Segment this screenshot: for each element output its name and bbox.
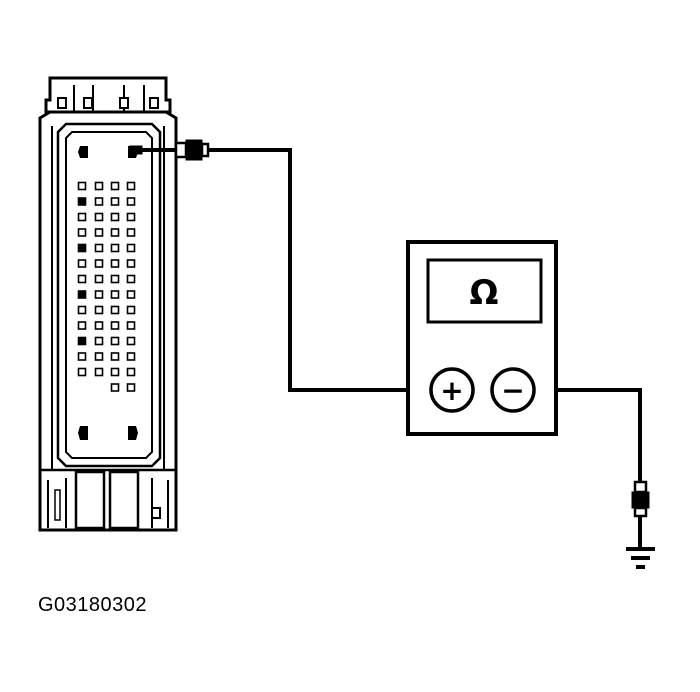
test-leads xyxy=(140,148,642,482)
pin-cavity xyxy=(110,321,120,330)
pin-cavity xyxy=(110,181,120,191)
pin-cavity xyxy=(94,367,104,377)
pin-cavity xyxy=(110,274,120,284)
pin-cavity xyxy=(77,212,87,222)
pin-cavity xyxy=(77,259,87,268)
pin-cavity xyxy=(110,243,120,253)
positive-lead xyxy=(140,148,430,392)
pin-cavity xyxy=(110,305,120,315)
pin-cavity xyxy=(94,305,104,315)
pin-cavity xyxy=(110,367,120,377)
pin-cavity xyxy=(94,259,104,268)
back-probe xyxy=(129,139,210,161)
pin-cavity xyxy=(126,181,136,191)
pin-cavity xyxy=(126,197,136,206)
pin-cavity xyxy=(94,352,104,361)
pin-cavity xyxy=(110,352,120,361)
pin-cavity xyxy=(94,274,104,284)
pin-cavity xyxy=(126,259,136,268)
pin-cavity xyxy=(77,243,87,253)
pin-cavity xyxy=(110,212,120,222)
connector-pin-grid xyxy=(77,181,136,392)
multimeter: Ω + − xyxy=(406,240,558,436)
negative-lead xyxy=(535,388,642,482)
ground-probe xyxy=(631,480,650,548)
pin-cavity xyxy=(110,290,120,299)
negative-terminal-label: − xyxy=(501,374,524,407)
pin-cavity xyxy=(77,197,87,206)
figure-code: G03180302 xyxy=(38,594,148,616)
pin-cavity xyxy=(77,274,87,284)
pin-cavity xyxy=(77,367,87,377)
pin-cavity xyxy=(94,336,104,346)
negative-terminal xyxy=(490,367,536,413)
pin-cavity xyxy=(126,290,136,299)
connector-bottom-slot xyxy=(74,470,106,530)
pin-cavity xyxy=(126,321,136,330)
pin-cavity xyxy=(110,228,120,237)
pin-cavity xyxy=(94,197,104,206)
pin-cavity xyxy=(77,228,87,237)
connector-bottom-slot xyxy=(108,470,140,530)
pin-cavity xyxy=(126,212,136,222)
pin-cavity xyxy=(94,243,104,253)
ground-icon xyxy=(626,547,655,569)
pin-cavity xyxy=(126,352,136,361)
positive-terminal xyxy=(429,367,475,413)
pin-cavity xyxy=(77,290,87,299)
pin-cavity xyxy=(126,336,136,346)
pin-cavity xyxy=(126,274,136,284)
pin-cavity xyxy=(94,181,104,191)
positive-terminal-label: + xyxy=(440,374,463,407)
pin-cavity xyxy=(126,383,136,392)
ohm-symbol: Ω xyxy=(470,273,499,313)
pin-cavity xyxy=(77,336,87,346)
pin-cavity xyxy=(126,243,136,253)
pin-cavity xyxy=(110,259,120,268)
pin-cavity xyxy=(110,336,120,346)
pin-cavity xyxy=(126,228,136,237)
pin-cavity xyxy=(77,181,87,191)
pin-cavity xyxy=(110,197,120,206)
pin-cavity xyxy=(77,321,87,330)
multimeter-display xyxy=(426,258,543,324)
pin-cavity xyxy=(94,212,104,222)
pin-cavity xyxy=(94,228,104,237)
pin-cavity xyxy=(126,305,136,315)
pin-cavity xyxy=(94,321,104,330)
pin-cavity xyxy=(77,305,87,315)
pin-cavity xyxy=(126,367,136,377)
pin-cavity xyxy=(94,290,104,299)
pin-cavity xyxy=(110,383,120,392)
pin-cavity xyxy=(77,352,87,361)
connector-top-latch xyxy=(44,76,172,114)
module-connector xyxy=(38,76,178,532)
